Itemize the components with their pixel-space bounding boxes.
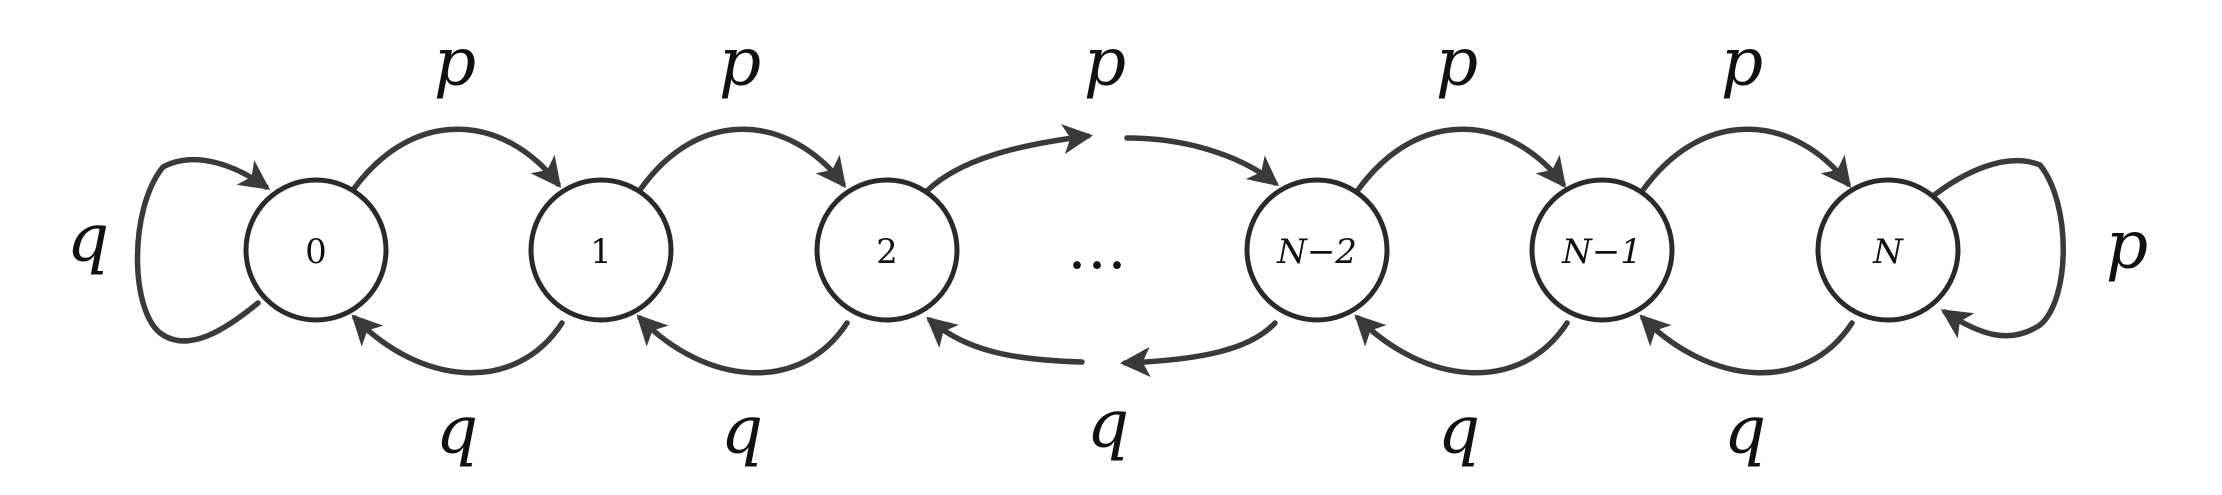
forward-edge-1-2 <box>637 126 847 193</box>
node-circle <box>814 177 960 323</box>
label-forward-N1-N: p <box>1721 24 1763 101</box>
back-edge-N-N1 <box>1639 314 1855 376</box>
node-label: N <box>1872 232 1904 272</box>
label-back-2-1: q <box>721 392 763 469</box>
back-edge-N1-N2 <box>1354 314 1570 376</box>
node-label: 0 <box>305 232 327 272</box>
forward-edge-N1-N <box>1640 126 1852 193</box>
back-edge-N2-gap <box>1119 320 1278 378</box>
node-label: 2 <box>876 232 898 272</box>
node-circle <box>243 177 389 323</box>
label-back-1-0: q <box>436 392 478 469</box>
node-circle <box>528 177 674 323</box>
label-forward-N2-N1: p <box>1436 24 1478 101</box>
ellipsis: … <box>1067 213 1133 283</box>
node-circle <box>1244 177 1390 323</box>
forward-edge-N2-N1 <box>1355 126 1567 193</box>
forward-edge-0-1 <box>350 126 562 193</box>
state-node-0: 0 <box>243 177 389 323</box>
node-circle <box>1815 177 1961 323</box>
node-circle <box>1529 177 1675 323</box>
back-edge-1-0 <box>351 314 565 376</box>
edges <box>134 124 2066 378</box>
state-node-2: 2 <box>814 177 960 323</box>
back-edge-gap-2 <box>926 316 1085 365</box>
loop-edge-N <box>1925 158 2066 339</box>
forward-edge-2-gap <box>925 124 1094 193</box>
node-label: 1 <box>590 232 612 272</box>
state-node-N: N <box>1815 177 1961 323</box>
label-forward-2-gap: p <box>1084 24 1126 101</box>
label-forward-1-2: p <box>719 24 761 101</box>
label-back-N-N1: q <box>1724 392 1766 469</box>
forward-edge-gap-N2 <box>1124 135 1279 187</box>
back-edge-2-1 <box>636 314 850 376</box>
node-label: N−1 <box>1561 232 1642 272</box>
state-node-N-minus-1: N−1 <box>1529 177 1675 323</box>
node-label: N−2 <box>1276 232 1357 272</box>
label-loop-N: p <box>2106 207 2148 284</box>
label-back-gap-2: q <box>1087 386 1129 463</box>
edge-labels: q p p p p p p q q q q q <box>67 24 2148 469</box>
loop-edge-0 <box>134 156 271 344</box>
label-forward-0-1: p <box>434 24 476 101</box>
label-loop-0: q <box>67 200 109 277</box>
state-node-1: 1 <box>528 177 674 323</box>
state-node-N-minus-2: N−2 <box>1244 177 1390 323</box>
label-back-N1-N2: q <box>1438 392 1480 469</box>
